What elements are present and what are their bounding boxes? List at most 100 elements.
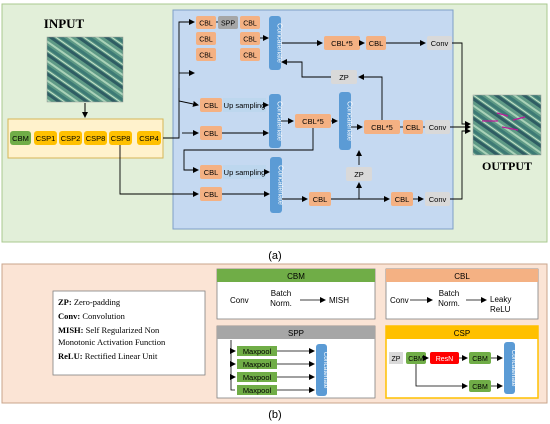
svg-text:ReLU: Rectified Linear Unit: ReLU: Rectified Linear Unit — [58, 351, 158, 361]
svg-text:CBL: CBL — [199, 53, 213, 60]
svg-text:CBL*5: CBL*5 — [302, 117, 324, 126]
svg-text:MISH: MISH — [329, 296, 349, 305]
spp-block-cbl — [240, 16, 260, 29]
svg-text:Batch: Batch — [271, 289, 291, 298]
svg-text:Conv: Convolution: Conv: Convolution — [58, 311, 126, 321]
svg-text:CBM: CBM — [408, 356, 424, 363]
svg-text:CBL: CBL — [243, 37, 257, 44]
svg-text:Leaky: Leaky — [490, 295, 511, 304]
csp-zp — [389, 352, 403, 364]
maxpool-1 — [237, 346, 277, 356]
csp-concat — [504, 342, 515, 394]
svg-text:Batch: Batch — [439, 289, 459, 298]
svg-text:CBL*5: CBL*5 — [371, 123, 393, 132]
svg-text:Maxpool: Maxpool — [243, 373, 272, 382]
svg-text:Concatenate: Concatenate — [346, 101, 353, 141]
output-detections — [482, 112, 526, 131]
svg-text:Concatenate: Concatenate — [277, 165, 284, 205]
concat-bar-top — [269, 16, 281, 70]
maxpool-4 — [237, 385, 277, 395]
maxpool-2 — [237, 359, 277, 369]
concat-bar-mid — [269, 94, 281, 148]
svg-text:CSP1: CSP1 — [36, 134, 56, 143]
maxpool-3 — [237, 372, 277, 382]
cbl-header — [386, 269, 538, 282]
cbl-upsample-2 — [200, 165, 222, 179]
input-image — [46, 36, 124, 103]
svg-text:Monotonic Activation Function: Monotonic Activation Function — [58, 337, 166, 347]
caption-b: (b) — [268, 409, 281, 421]
svg-text:CBM: CBM — [12, 134, 29, 143]
cbl5-right — [364, 120, 400, 134]
svg-text:CBM: CBM — [287, 272, 305, 281]
svg-text:ZP: ZP — [339, 73, 349, 82]
cbm-header — [217, 269, 375, 282]
cbl-top — [366, 36, 386, 50]
svg-text:Conv: Conv — [230, 296, 249, 305]
input-label: INPUT — [44, 16, 85, 31]
backbone-cbm — [10, 131, 31, 145]
svg-text:CBL: CBL — [243, 53, 257, 60]
svg-text:SPP: SPP — [288, 329, 304, 338]
svg-text:Maxpool: Maxpool — [243, 360, 272, 369]
svg-text:SPP: SPP — [221, 21, 235, 28]
backbone-csp2 — [59, 131, 82, 145]
csp-resn — [430, 352, 459, 364]
svg-text:CBL: CBL — [204, 168, 219, 177]
backbone-csp4 — [137, 131, 161, 145]
conv-bottom — [425, 192, 450, 206]
upsampling-2 — [223, 165, 266, 179]
concat-bar-bottom — [270, 157, 282, 213]
svg-text:CBL: CBL — [395, 195, 410, 204]
svg-text:CBL: CBL — [454, 272, 470, 281]
svg-text:CBL: CBL — [369, 39, 384, 48]
svg-text:CBL: CBL — [199, 21, 213, 28]
svg-text:Concatenate: Concatenate — [510, 350, 517, 387]
svg-text:Norm.: Norm. — [270, 299, 292, 308]
csp-cbm-2 — [469, 352, 491, 364]
conv-mid — [425, 120, 450, 134]
conv-top — [427, 36, 452, 50]
cbl-right — [403, 120, 423, 134]
concat-bar-center — [339, 92, 351, 150]
upsampling-1 — [223, 98, 266, 112]
connectors-a — [119, 19, 471, 202]
svg-text:CSP4: CSP4 — [139, 134, 159, 143]
svg-text:Up sampling: Up sampling — [224, 101, 266, 110]
svg-text:CBL: CBL — [406, 123, 421, 132]
spp-block-cbl — [240, 48, 260, 61]
csp-cbm-1 — [406, 352, 426, 364]
cbl-low — [200, 187, 222, 201]
cbl-upsample-1 — [200, 98, 222, 112]
svg-text:ZP: ZP — [392, 356, 401, 363]
svg-text:CBL: CBL — [243, 21, 257, 28]
svg-text:ResN: ResN — [436, 356, 454, 363]
spp-block-cbl — [196, 48, 216, 61]
output-label: OUTPUT — [482, 159, 532, 173]
svg-text:CSP8: CSP8 — [111, 134, 131, 143]
csp-cbm-3 — [469, 380, 491, 392]
svg-text:CBL: CBL — [204, 101, 219, 110]
backbone: CBM CSP1 CSP2 CSP8 CSP8 CSP4 — [10, 131, 161, 145]
spp-block-cbl — [240, 32, 260, 45]
svg-text:Concatenate: Concatenate — [322, 352, 329, 389]
svg-text:Up sampling: Up sampling — [224, 168, 266, 177]
svg-text:Conv: Conv — [390, 296, 409, 305]
legend-box — [52, 290, 206, 376]
svg-text:CBL: CBL — [204, 190, 219, 199]
svg-text:ReLU: ReLU — [490, 305, 511, 314]
output-image — [472, 94, 542, 156]
svg-text:CSP2: CSP2 — [61, 134, 81, 143]
legend: ZP: Zero-padding Conv: Convolution MISH:… — [58, 297, 166, 361]
cbl-mid — [200, 126, 222, 140]
svg-text:CBM: CBM — [472, 384, 488, 391]
backbone-csp8-second — [109, 131, 132, 145]
svg-text:CBL: CBL — [199, 37, 213, 44]
svg-text:Concatenate: Concatenate — [276, 101, 283, 141]
spp-block: CBL CBL CBL SPP CBL CBL CBL — [196, 16, 260, 61]
backbone-csp1 — [34, 131, 57, 145]
svg-text:CBL: CBL — [204, 129, 219, 138]
svg-text:CBL*5: CBL*5 — [331, 39, 353, 48]
svg-text:Norm.: Norm. — [438, 299, 460, 308]
